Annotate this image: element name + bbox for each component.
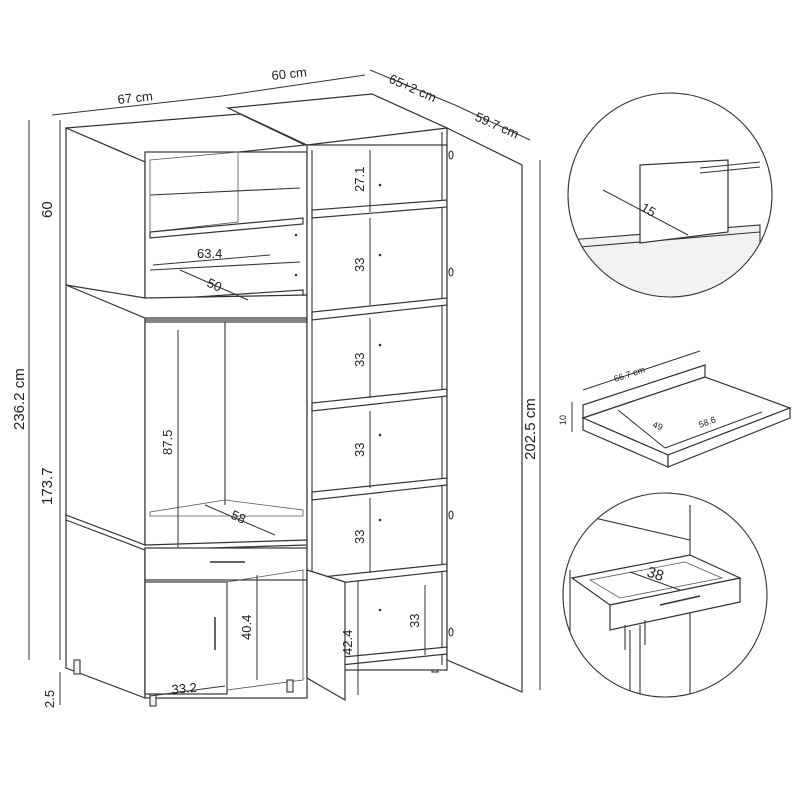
label-hanging-height: 87.5 (160, 430, 175, 455)
label-door-height: 202.5 cm (522, 398, 539, 460)
left-shelf-2-back (149, 261, 301, 271)
label-shelf-detail-height: 10 (558, 415, 568, 425)
label-shelf-depth: 50 (205, 275, 224, 295)
left-shelf-1 (149, 217, 304, 239)
label-hanging-depth: 58 (229, 507, 248, 527)
label-top-depth: 65+2 cm (387, 71, 439, 105)
label-cabinet-inner-height: 40.4 (239, 615, 254, 640)
left-shelf-1-back (149, 187, 301, 196)
right-lower-door[interactable] (306, 569, 346, 702)
tall-right-door[interactable] (446, 127, 523, 693)
wardrobe-body (65, 93, 523, 707)
foot-2 (149, 693, 157, 707)
label-right-shelf-3: 33 (352, 353, 367, 367)
label-top-width-left: 67 cm (117, 88, 154, 107)
left-upper-back (149, 151, 239, 233)
label-shelf-detail-depth-a: 49 (651, 419, 664, 432)
lower-left-compartment (226, 569, 304, 691)
foot-3 (286, 679, 294, 693)
detail-drawer: 38 (562, 492, 768, 698)
shelf-pin-holes (294, 183, 382, 612)
label-lower-height: 173.7 (39, 467, 56, 505)
dimension-lines (28, 69, 541, 705)
label-right-shelf-1: 27.1 (352, 167, 367, 192)
detail-top-corner: 15 (567, 92, 773, 298)
left-side-panel (65, 127, 146, 699)
shelf-detail-side (667, 407, 791, 468)
label-right-bottom-right: 33 (407, 614, 422, 628)
label-total-height: 236.2 cm (11, 368, 28, 430)
label-top-door: 59.7 cm (473, 109, 521, 142)
label-right-shelf-5: 33 (352, 530, 367, 544)
drawer-front (144, 547, 308, 581)
label-right-bottom-left: 42.4 (340, 630, 355, 655)
detail-shelf: 66.7 cm 10 49 58.6 (558, 350, 792, 468)
label-right-shelf-4: 33 (352, 443, 367, 457)
label-upper-height: 60 (39, 201, 56, 218)
lower-left-door[interactable] (144, 581, 228, 695)
label-cabinet-inner-width: 33.2 (171, 680, 198, 697)
door-hinges (448, 150, 454, 637)
label-drawer-detail-value: 38 (645, 564, 666, 585)
label-shelf-width: 63.4 (197, 246, 222, 261)
label-foot-height: 2.5 (42, 690, 57, 708)
hanging-floor (149, 499, 304, 517)
label-circle-top-value: 15 (639, 200, 659, 220)
label-top-width-middle: 60 cm (271, 64, 308, 83)
label-right-shelf-2: 33 (352, 258, 367, 272)
foot-1 (73, 659, 81, 675)
label-shelf-detail-length: 66.7 cm (613, 364, 647, 383)
